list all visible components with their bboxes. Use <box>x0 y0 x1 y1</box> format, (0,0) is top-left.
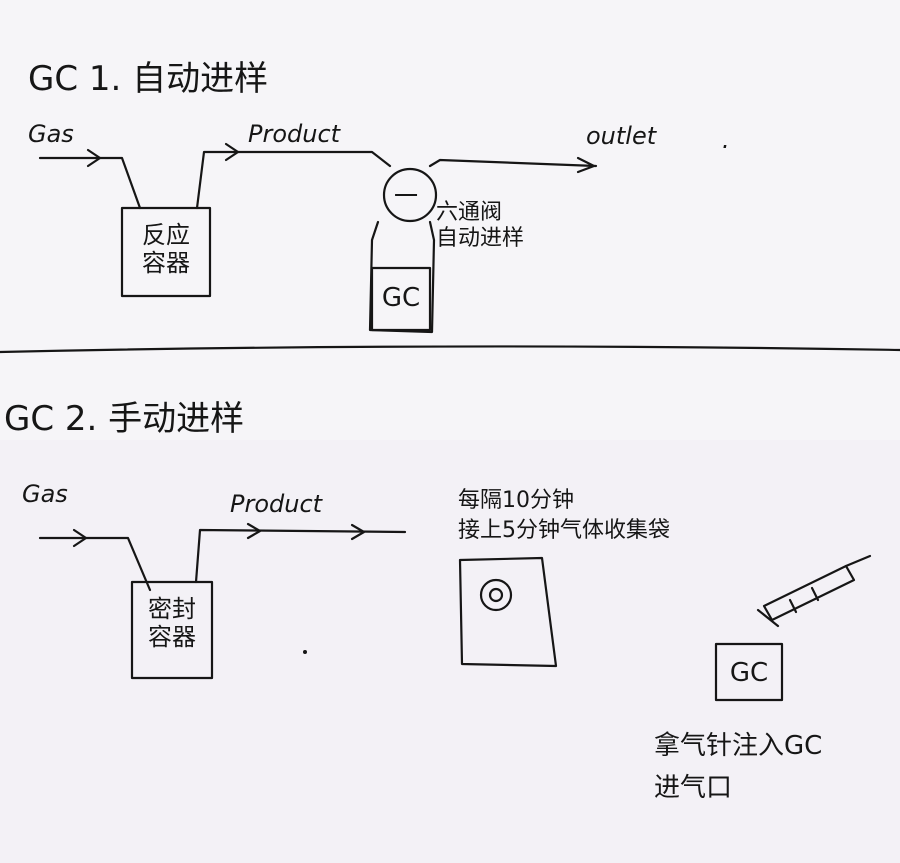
bag-valve-outer-icon <box>479 578 513 612</box>
gas-collection-bag <box>458 556 558 668</box>
gc1-valve-note: 六通阀 自动进样 <box>436 200 524 253</box>
gc1-gas-label: Gas <box>28 120 74 148</box>
gc1-reactor-box <box>120 206 212 298</box>
gc1-outlet-label: outlet <box>586 122 657 150</box>
gc1-outlet-dot: . <box>722 126 730 154</box>
gc2-gc-box <box>714 642 784 702</box>
gc2-bag-note-line2: 接上5分钟气体收集袋 <box>458 517 670 543</box>
gc1-valve-symbol: 一 <box>394 182 418 210</box>
gc2-container-line2: 容器 <box>148 622 196 651</box>
gc1-gc-label: GC <box>381 283 421 313</box>
gc2-sealed-container-box <box>130 580 214 680</box>
bag-valve-inner-icon <box>488 587 504 603</box>
gc2-syringe-note-line1: 拿气针注入GC <box>654 731 823 761</box>
gc1-gc-instrument <box>368 167 438 334</box>
gc2-syringe-note-line2: 进气口 <box>654 772 733 803</box>
gc2-bag-note-line1: 每隔10分钟 <box>458 488 574 513</box>
gc1-valve-note-line2: 自动进样 <box>436 226 525 252</box>
gc1-outlet-line <box>428 156 598 174</box>
gc2-gas-inlet-line <box>38 528 152 592</box>
gc1-reactor-line1: 反应 <box>142 221 190 249</box>
ink-dot <box>303 650 307 654</box>
gc1-product-line <box>195 142 392 210</box>
gc2-title: GC 2. 手动进样 <box>4 399 245 439</box>
gc2-product-line <box>194 522 407 584</box>
gc1-gc-box <box>370 266 432 332</box>
gc1-product-label: Product <box>248 120 341 148</box>
gc1-valve-note-line1: 六通阀 <box>436 200 503 225</box>
gc2-syringe-note: 拿气针注入GC 进气口 <box>654 726 822 809</box>
gc2-container-line1: 密封 <box>148 595 196 623</box>
gc1-reactor-label: 反应 容器 <box>122 221 210 277</box>
gc2-bag-note: 每隔10分钟 接上5分钟气体收集袋 <box>458 486 670 545</box>
gc2-product-label: Product <box>230 490 323 518</box>
gc1-gas-inlet-line <box>38 148 142 210</box>
six-port-valve-icon <box>382 167 438 223</box>
gc2-container-label: 密封 容器 <box>132 595 212 651</box>
gc2-gc-label: GC <box>729 658 769 688</box>
syringe-icon <box>756 554 872 628</box>
gc1-title: GC 1. 自动进样 <box>28 59 269 99</box>
gc1-reactor-line2: 容器 <box>142 248 190 277</box>
section-divider <box>0 345 900 354</box>
gc2-gas-label: Gas <box>22 480 68 508</box>
